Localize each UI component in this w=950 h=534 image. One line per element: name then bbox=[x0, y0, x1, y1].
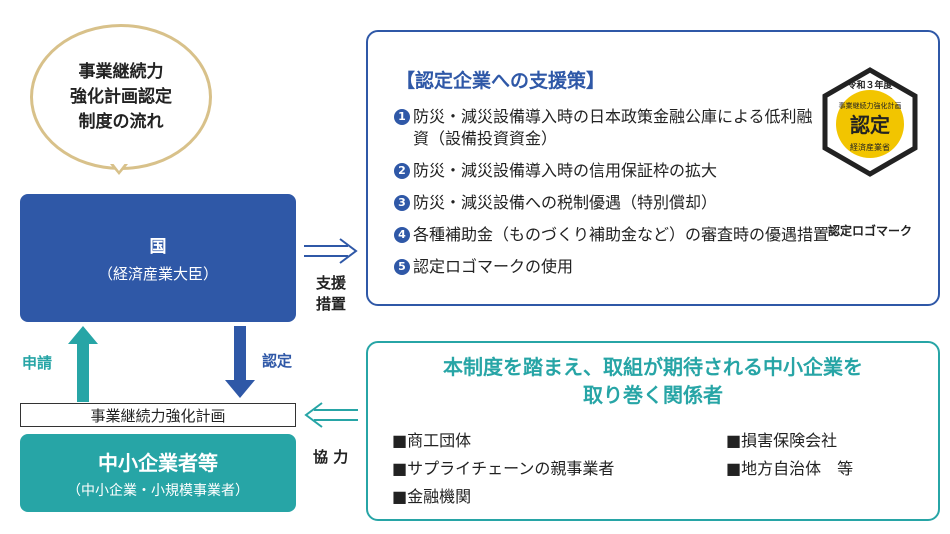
support-label-2: 措置 bbox=[316, 295, 347, 313]
government-name: 国 bbox=[149, 237, 167, 257]
support-heading: 【認定企業への支援策】 bbox=[396, 70, 606, 92]
support-label-1: 支援 bbox=[316, 274, 347, 292]
certify-label: 認定 bbox=[262, 352, 293, 370]
support-item: 4 各種補助金（ものづくり補助金など）の審査時の優遇措置 bbox=[394, 224, 874, 246]
title-bubble: 事業継続力 強化計画認定 制度の流れ bbox=[30, 24, 212, 170]
support-item: 3 防災・減災設備への税制優遇（特別償却） bbox=[394, 192, 814, 214]
support-item-number: 3 bbox=[394, 195, 410, 211]
stakeholders-heading: 本制度を踏まえ、取組が期待される中小企業を 取り巻く関係者 bbox=[368, 353, 938, 409]
sme-name: 中小企業者等 bbox=[98, 450, 218, 475]
support-item-number: 2 bbox=[394, 163, 410, 179]
logo-mark: 認定 bbox=[850, 113, 890, 137]
stakeholders-panel: 本制度を踏まえ、取組が期待される中小企業を 取り巻く関係者 ■商工団体 ■サプラ… bbox=[366, 341, 940, 521]
support-item: 2 防災・減災設備導入時の信用保証枠の拡大 bbox=[394, 160, 814, 182]
cooperation-label: 協 力 bbox=[313, 448, 349, 466]
support-item-text: 防災・減災設備導入時の信用保証枠の拡大 bbox=[413, 161, 718, 180]
certify-arrow-icon bbox=[225, 326, 255, 398]
stakeholder-item: ■サプライチェーンの親事業者 bbox=[392, 459, 615, 478]
support-item-text: 防災・減災設備導入時の日本政策金融公庫による低利融資（設備投資資金） bbox=[413, 107, 813, 148]
title-line-2: 強化計画認定 bbox=[70, 86, 172, 107]
government-box: 国 （経済産業大臣） bbox=[20, 194, 296, 322]
stakeholder-item: ■商工団体 bbox=[392, 431, 472, 450]
plan-box: 事業継続力強化計画 bbox=[20, 403, 296, 427]
stakeholders-heading-line-1: 本制度を踏まえ、取組が期待される中小企業を bbox=[443, 355, 863, 379]
support-item-number: 1 bbox=[394, 109, 410, 125]
title-line-3: 制度の流れ bbox=[78, 111, 164, 132]
support-panel: 【認定企業への支援策】 1 防災・減災設備導入時の日本政策金融公庫による低利融資… bbox=[366, 30, 940, 306]
cooperation-arrow-icon bbox=[304, 402, 358, 428]
support-list: 1 防災・減災設備導入時の日本政策金融公庫による低利融資（設備投資資金） 2 防… bbox=[394, 106, 829, 288]
logo-arc: 事業継続力強化計画 bbox=[839, 101, 902, 110]
stakeholders-heading-line-2: 取り巻く関係者 bbox=[583, 383, 723, 407]
logo-ministry: 経済産業省 bbox=[850, 142, 890, 152]
apply-arrow-icon bbox=[68, 326, 98, 402]
support-item-text: 防災・減災設備への税制優遇（特別償却） bbox=[413, 193, 718, 212]
title-line-1: 事業継続力 bbox=[78, 61, 164, 82]
logo-caption: 認定ロゴマーク bbox=[827, 224, 912, 238]
support-item-text: 認定ロゴマークの使用 bbox=[413, 257, 574, 276]
bubble-tail-inner bbox=[112, 162, 126, 171]
stakeholder-item: ■金融機関 bbox=[392, 487, 472, 506]
support-item: 1 防災・減災設備導入時の日本政策金融公庫による低利融資（設備投資資金） bbox=[394, 106, 814, 150]
sme-box: 中小企業者等 （中小企業・小規模事業者） bbox=[20, 434, 296, 512]
support-arrow-icon bbox=[304, 238, 358, 264]
government-detail: （経済産業大臣） bbox=[97, 265, 218, 283]
support-item-text: 各種補助金（ものづくり補助金など）の審査時の優遇措置 bbox=[413, 225, 830, 244]
support-item: 5 認定ロゴマークの使用 bbox=[394, 256, 814, 278]
apply-label: 申請 bbox=[22, 354, 53, 372]
certification-logo-icon: 令和３年度 事業継続力強化計画 認定 経済産業省 bbox=[822, 67, 918, 177]
stakeholder-item: ■地方自治体 等 bbox=[726, 459, 854, 478]
sme-detail: （中小企業・小規模事業者） bbox=[67, 482, 249, 499]
logo-year: 令和３年度 bbox=[846, 79, 893, 91]
stakeholder-item: ■損害保険会社 bbox=[726, 431, 838, 450]
support-item-number: 4 bbox=[394, 227, 410, 243]
support-item-number: 5 bbox=[394, 259, 410, 275]
